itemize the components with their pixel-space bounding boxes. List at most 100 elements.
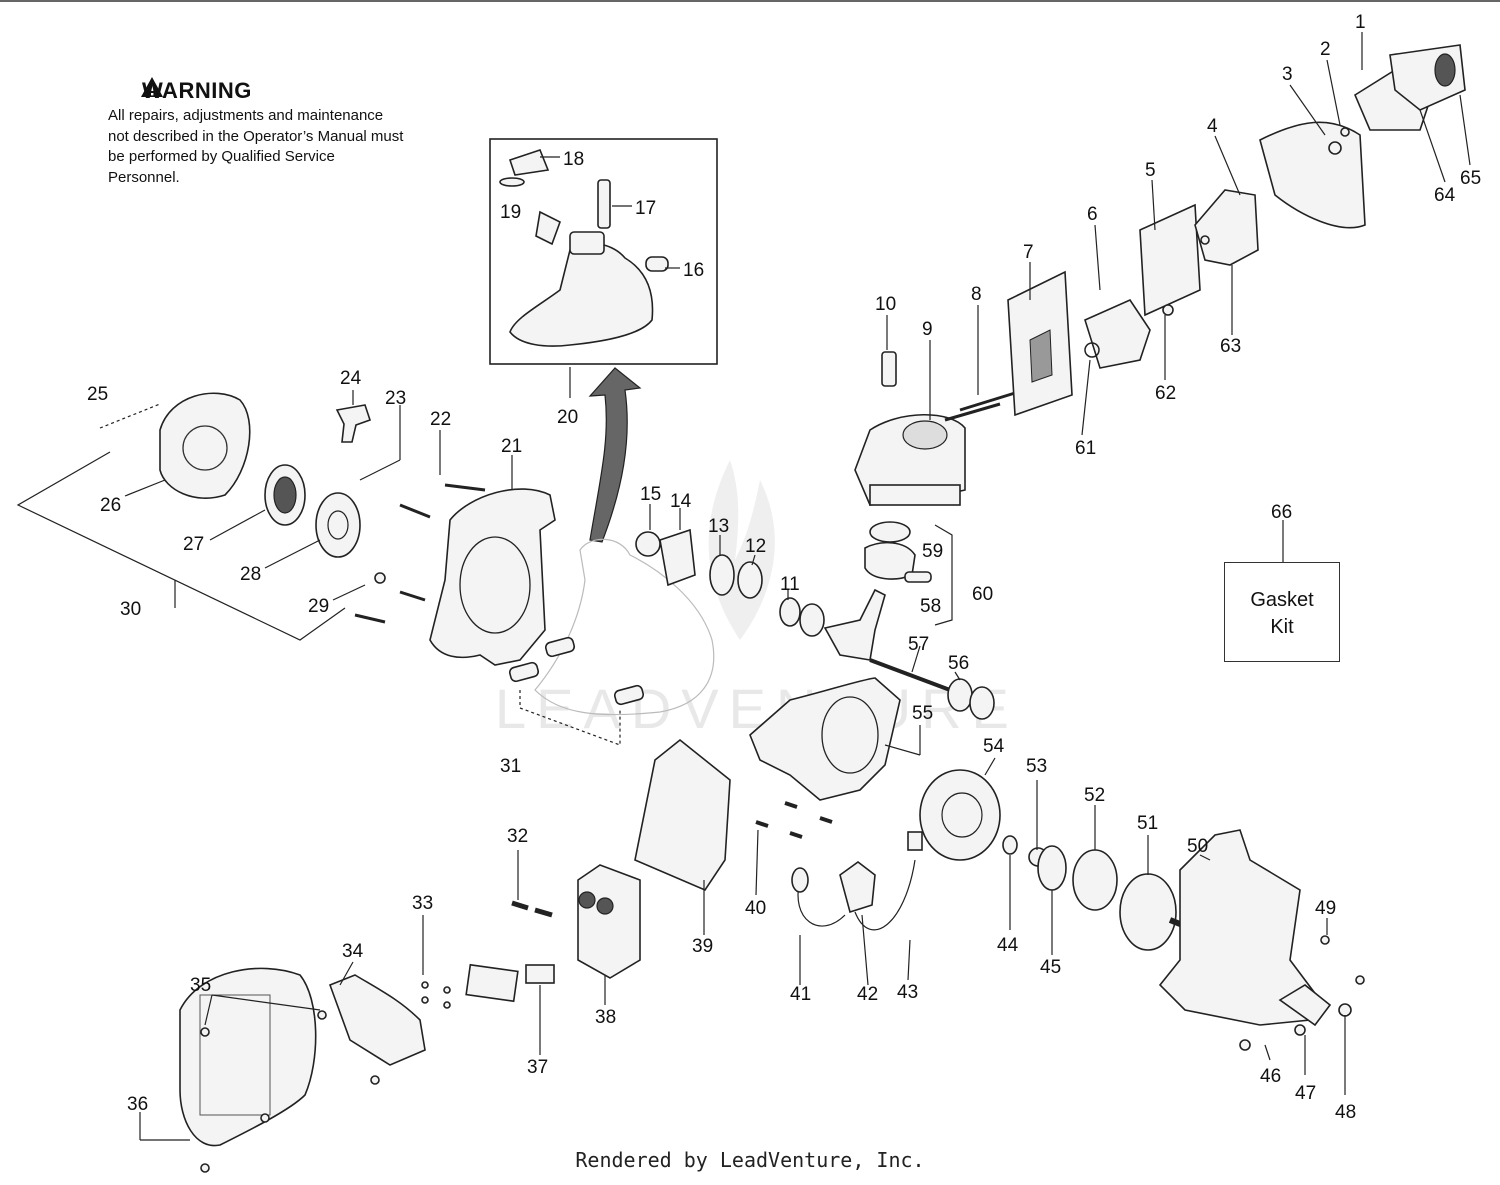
warning-body: All repairs, adjustments and maintenance… [108, 107, 404, 186]
ignition-module [791, 831, 923, 931]
fuel-tank-outline [534, 538, 715, 716]
callout-18: 18 [563, 149, 584, 170]
cylinder [854, 413, 966, 506]
heat-shield [634, 738, 731, 891]
rubber-mounts [508, 636, 645, 746]
callout-43: 43 [897, 982, 918, 1003]
callout-26: 26 [100, 495, 121, 516]
callout-48: 48 [1335, 1102, 1356, 1123]
callout-5: 5 [1145, 160, 1156, 181]
callout-59: 59 [922, 541, 943, 562]
air-filter-cover [1259, 121, 1366, 229]
callout-63: 63 [1220, 336, 1241, 357]
callout-60: 60 [972, 584, 993, 605]
callout-23: 23 [385, 388, 406, 409]
callout-41: 41 [790, 984, 811, 1005]
callout-53: 53 [1026, 756, 1047, 777]
callout-39: 39 [692, 936, 713, 957]
callout-8: 8 [971, 284, 982, 305]
callout-17: 17 [635, 198, 656, 219]
callout-64: 64 [1434, 185, 1456, 206]
callout-66: 66 [1271, 502, 1292, 523]
warning-notice: WARNING All repairs, adjustments and mai… [108, 78, 408, 188]
callout-31: 31 [500, 756, 521, 777]
callout-11: 11 [780, 574, 800, 595]
gasket-kit-label-line1: Gasket [1250, 589, 1314, 611]
callout-57: 57 [908, 634, 929, 655]
intake-adapter [1084, 298, 1151, 369]
callout-44: 44 [997, 935, 1019, 956]
callout-30: 30 [120, 599, 141, 620]
callout-24: 24 [340, 368, 362, 389]
callout-20: 20 [557, 407, 578, 428]
callout-35: 35 [190, 975, 211, 996]
piston-crank [779, 521, 995, 720]
callout-51: 51 [1137, 813, 1158, 834]
callout-21: 21 [501, 436, 522, 457]
callout-12: 12 [745, 536, 766, 557]
callout-29: 29 [308, 596, 329, 617]
callout-40: 40 [745, 898, 766, 919]
callout-50: 50 [1187, 836, 1208, 857]
footer-credit: Rendered by LeadVenture, Inc. [575, 1148, 925, 1172]
clutch-parts [1002, 835, 1118, 911]
housing-screws [99, 403, 486, 624]
callout-9: 9 [922, 319, 933, 340]
crankcase [749, 677, 901, 801]
leader-lines [124, 32, 1471, 1141]
muffler [577, 864, 641, 979]
group-bracket-30 [16, 451, 346, 641]
callout-13: 13 [708, 516, 729, 537]
assembly-arrow [588, 367, 642, 543]
callout-28: 28 [240, 564, 261, 585]
callout-46: 46 [1260, 1066, 1281, 1087]
callout-4: 4 [1207, 116, 1218, 137]
air-filter-7 [1007, 270, 1073, 417]
callout-32: 32 [507, 826, 528, 847]
callout-25: 25 [87, 384, 108, 405]
watermark-text: LEADVENTURE [495, 677, 1019, 740]
flywheel [919, 769, 1001, 861]
callout-45: 45 [1040, 957, 1061, 978]
piston-kit-bracket [934, 524, 953, 626]
muffler-cover [179, 967, 426, 1147]
callout-19: 19 [500, 202, 521, 223]
callout-55: 55 [912, 703, 933, 724]
misc-bolts [200, 127, 1365, 1173]
recoil-starter-group [159, 392, 372, 558]
callout-54: 54 [983, 736, 1005, 757]
clutch-and-spring [635, 528, 763, 599]
spark-plug [881, 351, 897, 387]
callout-34: 34 [342, 941, 364, 962]
filter-element [1353, 44, 1466, 131]
cylinder-bolts [944, 391, 1016, 422]
callout-15: 15 [640, 484, 661, 505]
gasket-kit-box: Gasket Kit [1224, 562, 1340, 662]
callout-61: 61 [1075, 438, 1096, 459]
warning-icon [141, 77, 163, 97]
callout-37: 37 [527, 1057, 548, 1078]
warning-title: WARNING [142, 78, 252, 103]
clutch-housing [1158, 829, 1332, 1027]
callout-1: 1 [1355, 12, 1366, 33]
callout-14: 14 [670, 491, 692, 512]
callout-62: 62 [1155, 383, 1176, 404]
callout-47: 47 [1295, 1083, 1316, 1104]
callout-38: 38 [595, 1007, 616, 1028]
callout-33: 33 [412, 893, 433, 914]
starter-housing [429, 488, 556, 666]
callout-22: 22 [430, 409, 451, 430]
callout-numbers: 1 2 3 4 5 6 7 8 9 10 11 12 13 14 15 16 1… [87, 12, 1481, 1123]
callout-7: 7 [1023, 242, 1034, 263]
carb-gasket-5 [1139, 203, 1201, 317]
callout-27: 27 [183, 534, 204, 555]
callout-56: 56 [948, 653, 969, 674]
carburetor [1194, 189, 1259, 266]
fuel-tank-part [499, 149, 669, 347]
callout-6: 6 [1087, 204, 1098, 225]
callout-65: 65 [1460, 168, 1481, 189]
callout-2: 2 [1320, 39, 1331, 60]
gasket-kit-label-line2: Kit [1270, 616, 1294, 638]
callout-52: 52 [1084, 785, 1105, 806]
